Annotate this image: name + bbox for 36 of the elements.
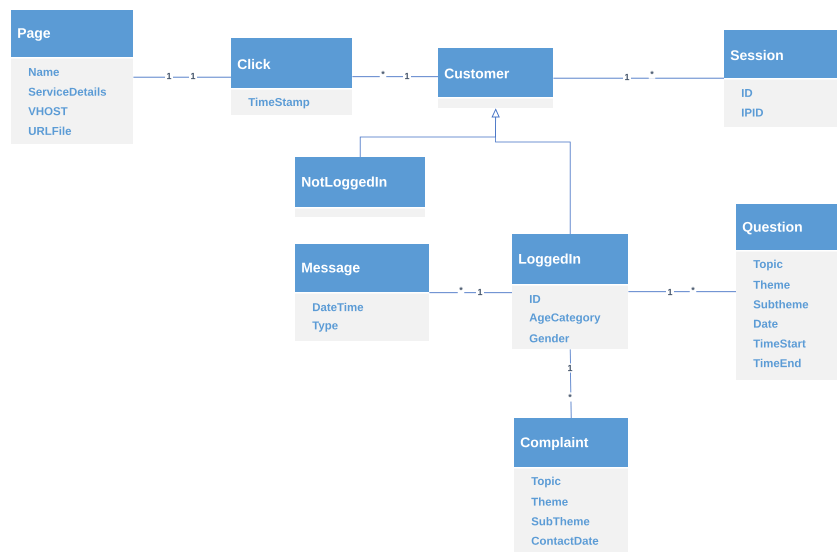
multiplicity-label: 1	[403, 71, 411, 81]
class-box: Customer	[438, 48, 553, 108]
node-label: DateTime	[312, 302, 364, 312]
connector	[352, 76, 438, 78]
connector	[570, 349, 572, 418]
multiplicity-label: 1	[189, 71, 197, 81]
multiplicity-label: 1	[165, 71, 173, 81]
connector	[628, 291, 736, 292]
class-box: Click TimeStamp	[231, 38, 352, 115]
class-box: Complaint Topic Theme SubTheme ContactDate	[514, 418, 628, 552]
node-label: Complaint	[520, 436, 588, 450]
multiplicity-label: *	[648, 69, 656, 79]
class-box: LoggedIn ID AgeCategory Gender	[512, 234, 628, 349]
node-label: ID	[742, 89, 752, 97]
node-label: Question	[742, 222, 802, 234]
node-label: Type	[312, 321, 338, 332]
connector	[429, 292, 512, 294]
node-label: TimeStamp	[248, 98, 310, 108]
multiplicity-label: 1	[623, 72, 631, 82]
node-label: Page	[18, 28, 50, 41]
node-label: IPID	[742, 108, 764, 117]
multiplicity-label: *	[566, 392, 574, 402]
class-box: Page Name ServiceDetails VHOST URLFile	[11, 10, 133, 144]
multiplicity-label: 1	[666, 287, 674, 297]
multiplicity-label: *	[690, 285, 696, 295]
class-box: Message DateTime Type	[295, 244, 429, 341]
multiplicity-label: 1	[566, 363, 574, 373]
connector	[553, 78, 724, 79]
multiplicity-label: *	[380, 69, 386, 79]
class-box: Session ID IPID	[724, 30, 837, 127]
connector	[133, 76, 232, 78]
multiplicity-label: 1	[476, 287, 484, 297]
class-box: NotLoggedIn	[295, 157, 425, 217]
class-box: Question Topic Theme Subtheme Date TimeStart TimeEnd	[736, 204, 837, 380]
multiplicity-label: *	[458, 285, 464, 295]
node-label: LoggedIn	[519, 253, 580, 267]
